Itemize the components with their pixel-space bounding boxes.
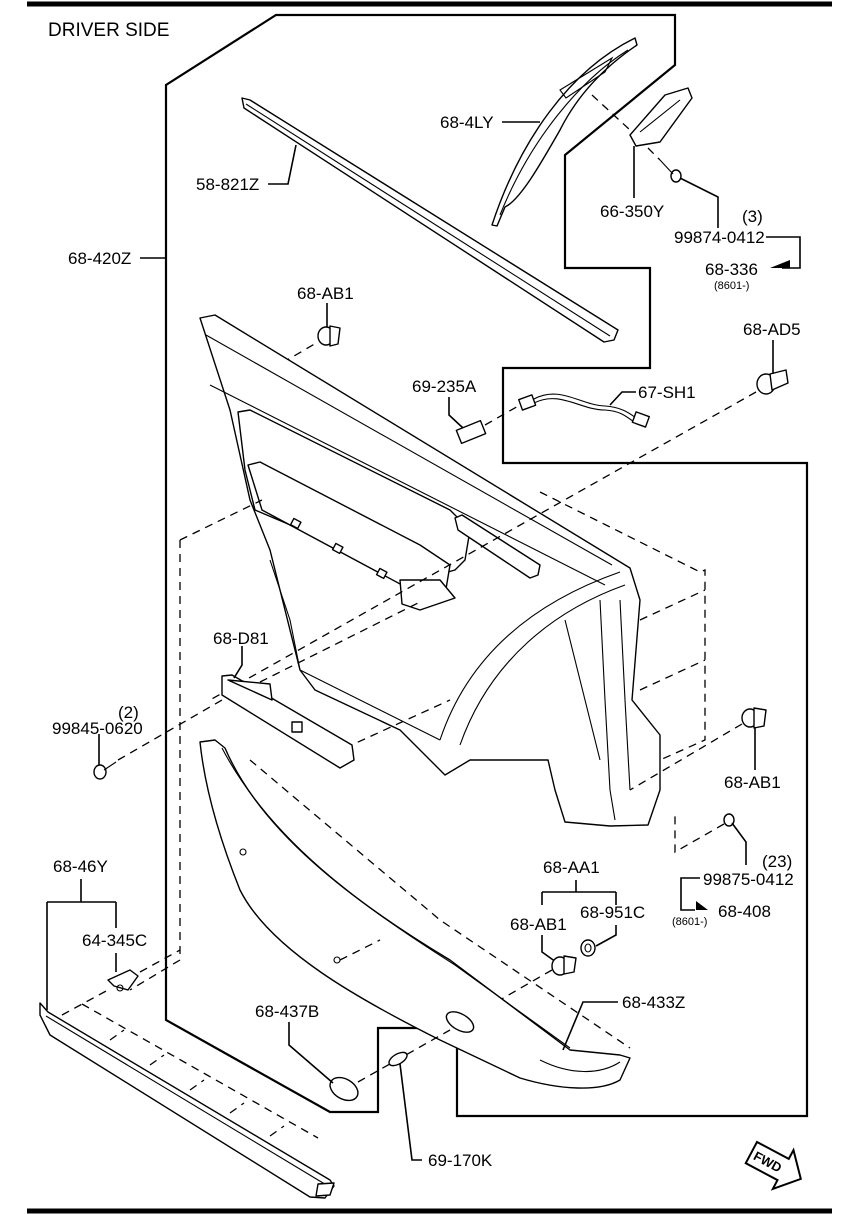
dash-64-345C bbox=[139, 949, 181, 973]
belt-moulding-58-821Z bbox=[241, 97, 619, 343]
leader-68-AA1 bbox=[541, 880, 617, 905]
clip-68-AB1-right bbox=[741, 707, 767, 729]
qty-99875-0412: (23) bbox=[762, 852, 792, 871]
dash-panel-upper bbox=[179, 499, 263, 541]
label-68-AB1-top: 68-AB1 bbox=[297, 284, 354, 303]
leader-99875-0412 bbox=[731, 822, 747, 865]
label-68-951C: 68-951C bbox=[580, 903, 645, 922]
diagram-title: DRIVER SIDE bbox=[48, 20, 169, 41]
arrow-68-336 bbox=[770, 260, 790, 268]
label-68-408: 68-408 bbox=[718, 902, 771, 921]
dash-99845-0620 bbox=[117, 699, 223, 761]
label-64-345C: 64-345C bbox=[82, 931, 147, 950]
dash-68-D81 bbox=[259, 601, 421, 683]
qty-99874-0412: (3) bbox=[742, 207, 763, 226]
leader-69-170K bbox=[399, 1063, 422, 1161]
label-68-4LY: 68-4LY bbox=[440, 113, 494, 132]
screw-99875-0412 bbox=[723, 813, 735, 827]
label-68-420Z: 68-420Z bbox=[68, 249, 131, 268]
note-68-336: (8601-) bbox=[714, 280, 749, 292]
dash-panel-right bbox=[539, 491, 706, 761]
switch-69-235A bbox=[455, 419, 487, 445]
dash-68-437B bbox=[357, 1029, 451, 1083]
assembly-frame-68-420Z bbox=[164, 13, 809, 1118]
label-68-AA1: 68-AA1 bbox=[543, 858, 600, 877]
label-68-336: 68-336 bbox=[705, 260, 758, 279]
label-66-350Y: 66-350Y bbox=[600, 202, 664, 221]
cap-68-437B bbox=[329, 1076, 359, 1102]
leader-68-951C bbox=[595, 925, 617, 947]
label-68-437B: 68-437B bbox=[255, 1002, 319, 1021]
screw-99874-0412 bbox=[659, 159, 682, 183]
label-68-AB1-right: 68-AB1 bbox=[724, 773, 781, 792]
leader-69-235A bbox=[448, 397, 464, 429]
arrow-68-408 bbox=[696, 901, 708, 910]
garnish-68-4LY bbox=[491, 37, 638, 227]
label-68-D81: 68-D81 bbox=[213, 629, 269, 648]
leader-68-408 bbox=[680, 877, 700, 911]
qty-99845-0620: (2) bbox=[118, 703, 139, 722]
label-99845-0620: 99845-0620 bbox=[52, 719, 143, 738]
forward-arrow-icon: FWD bbox=[744, 1140, 803, 1191]
dash-68-AB1-right bbox=[629, 723, 743, 791]
dash-68-AD5 bbox=[209, 391, 757, 701]
leader-68-433Z bbox=[562, 1001, 618, 1051]
leader-68-AB1-kit bbox=[541, 935, 557, 963]
leader-68-46Y bbox=[46, 879, 117, 1010]
bracket-66-350Y bbox=[629, 87, 693, 147]
leader-68-D81 bbox=[233, 646, 243, 679]
dash-68-AB1-kit bbox=[499, 969, 553, 1001]
dash-99875-0412 bbox=[674, 815, 725, 854]
dash-66-350Y bbox=[591, 94, 631, 131]
leader-67-SH1 bbox=[609, 391, 636, 406]
leader-68-336 bbox=[766, 236, 801, 269]
label-68-AB1-kit: 68-AB1 bbox=[510, 915, 567, 934]
door-trim-panel bbox=[199, 314, 661, 827]
dash-box-left bbox=[129, 540, 181, 991]
dash-panel-mid2 bbox=[639, 659, 706, 691]
sill-trim-68-46Y bbox=[39, 1002, 335, 1199]
label-69-235A: 69-235A bbox=[412, 377, 477, 396]
dash-66-350Y-b bbox=[647, 147, 661, 161]
leader-68-437B bbox=[288, 1022, 334, 1084]
harness-67-SH1 bbox=[518, 393, 650, 428]
dash-69-235A bbox=[484, 404, 521, 426]
clip-68-AB1-kit bbox=[551, 955, 577, 976]
label-68-433Z: 68-433Z bbox=[622, 993, 685, 1012]
plug-69-170K bbox=[388, 1051, 408, 1067]
clip-64-345C bbox=[107, 969, 139, 992]
leader-99874-0412 bbox=[679, 177, 719, 228]
label-67-SH1: 67-SH1 bbox=[638, 383, 696, 402]
dash-lower-trim-b bbox=[339, 939, 381, 961]
bracket-68-D81 bbox=[221, 674, 355, 769]
dash-panel-mid bbox=[639, 589, 706, 621]
washer-68-951C bbox=[580, 939, 596, 957]
label-69-170K: 69-170K bbox=[428, 1151, 493, 1170]
clip-68-AB1-top bbox=[317, 325, 341, 347]
leader-58-821Z bbox=[268, 144, 297, 185]
label-68-46Y: 68-46Y bbox=[53, 857, 108, 876]
label-68-AD5: 68-AD5 bbox=[743, 320, 801, 339]
dash-64-345C-b bbox=[61, 989, 109, 1016]
note-68-408: (8601-) bbox=[672, 916, 707, 928]
label-99874-0412: 99874-0412 bbox=[674, 228, 765, 247]
dash-sill-trim bbox=[81, 1003, 319, 1139]
label-99875-0412: 99875-0412 bbox=[703, 870, 794, 889]
label-58-821Z: 58-821Z bbox=[196, 175, 259, 194]
lower-trim-68-433Z bbox=[199, 739, 631, 1089]
grommet-68-AD5 bbox=[756, 369, 789, 395]
screw-99845-0620 bbox=[93, 761, 117, 780]
dash-68-D81-b bbox=[344, 699, 451, 749]
